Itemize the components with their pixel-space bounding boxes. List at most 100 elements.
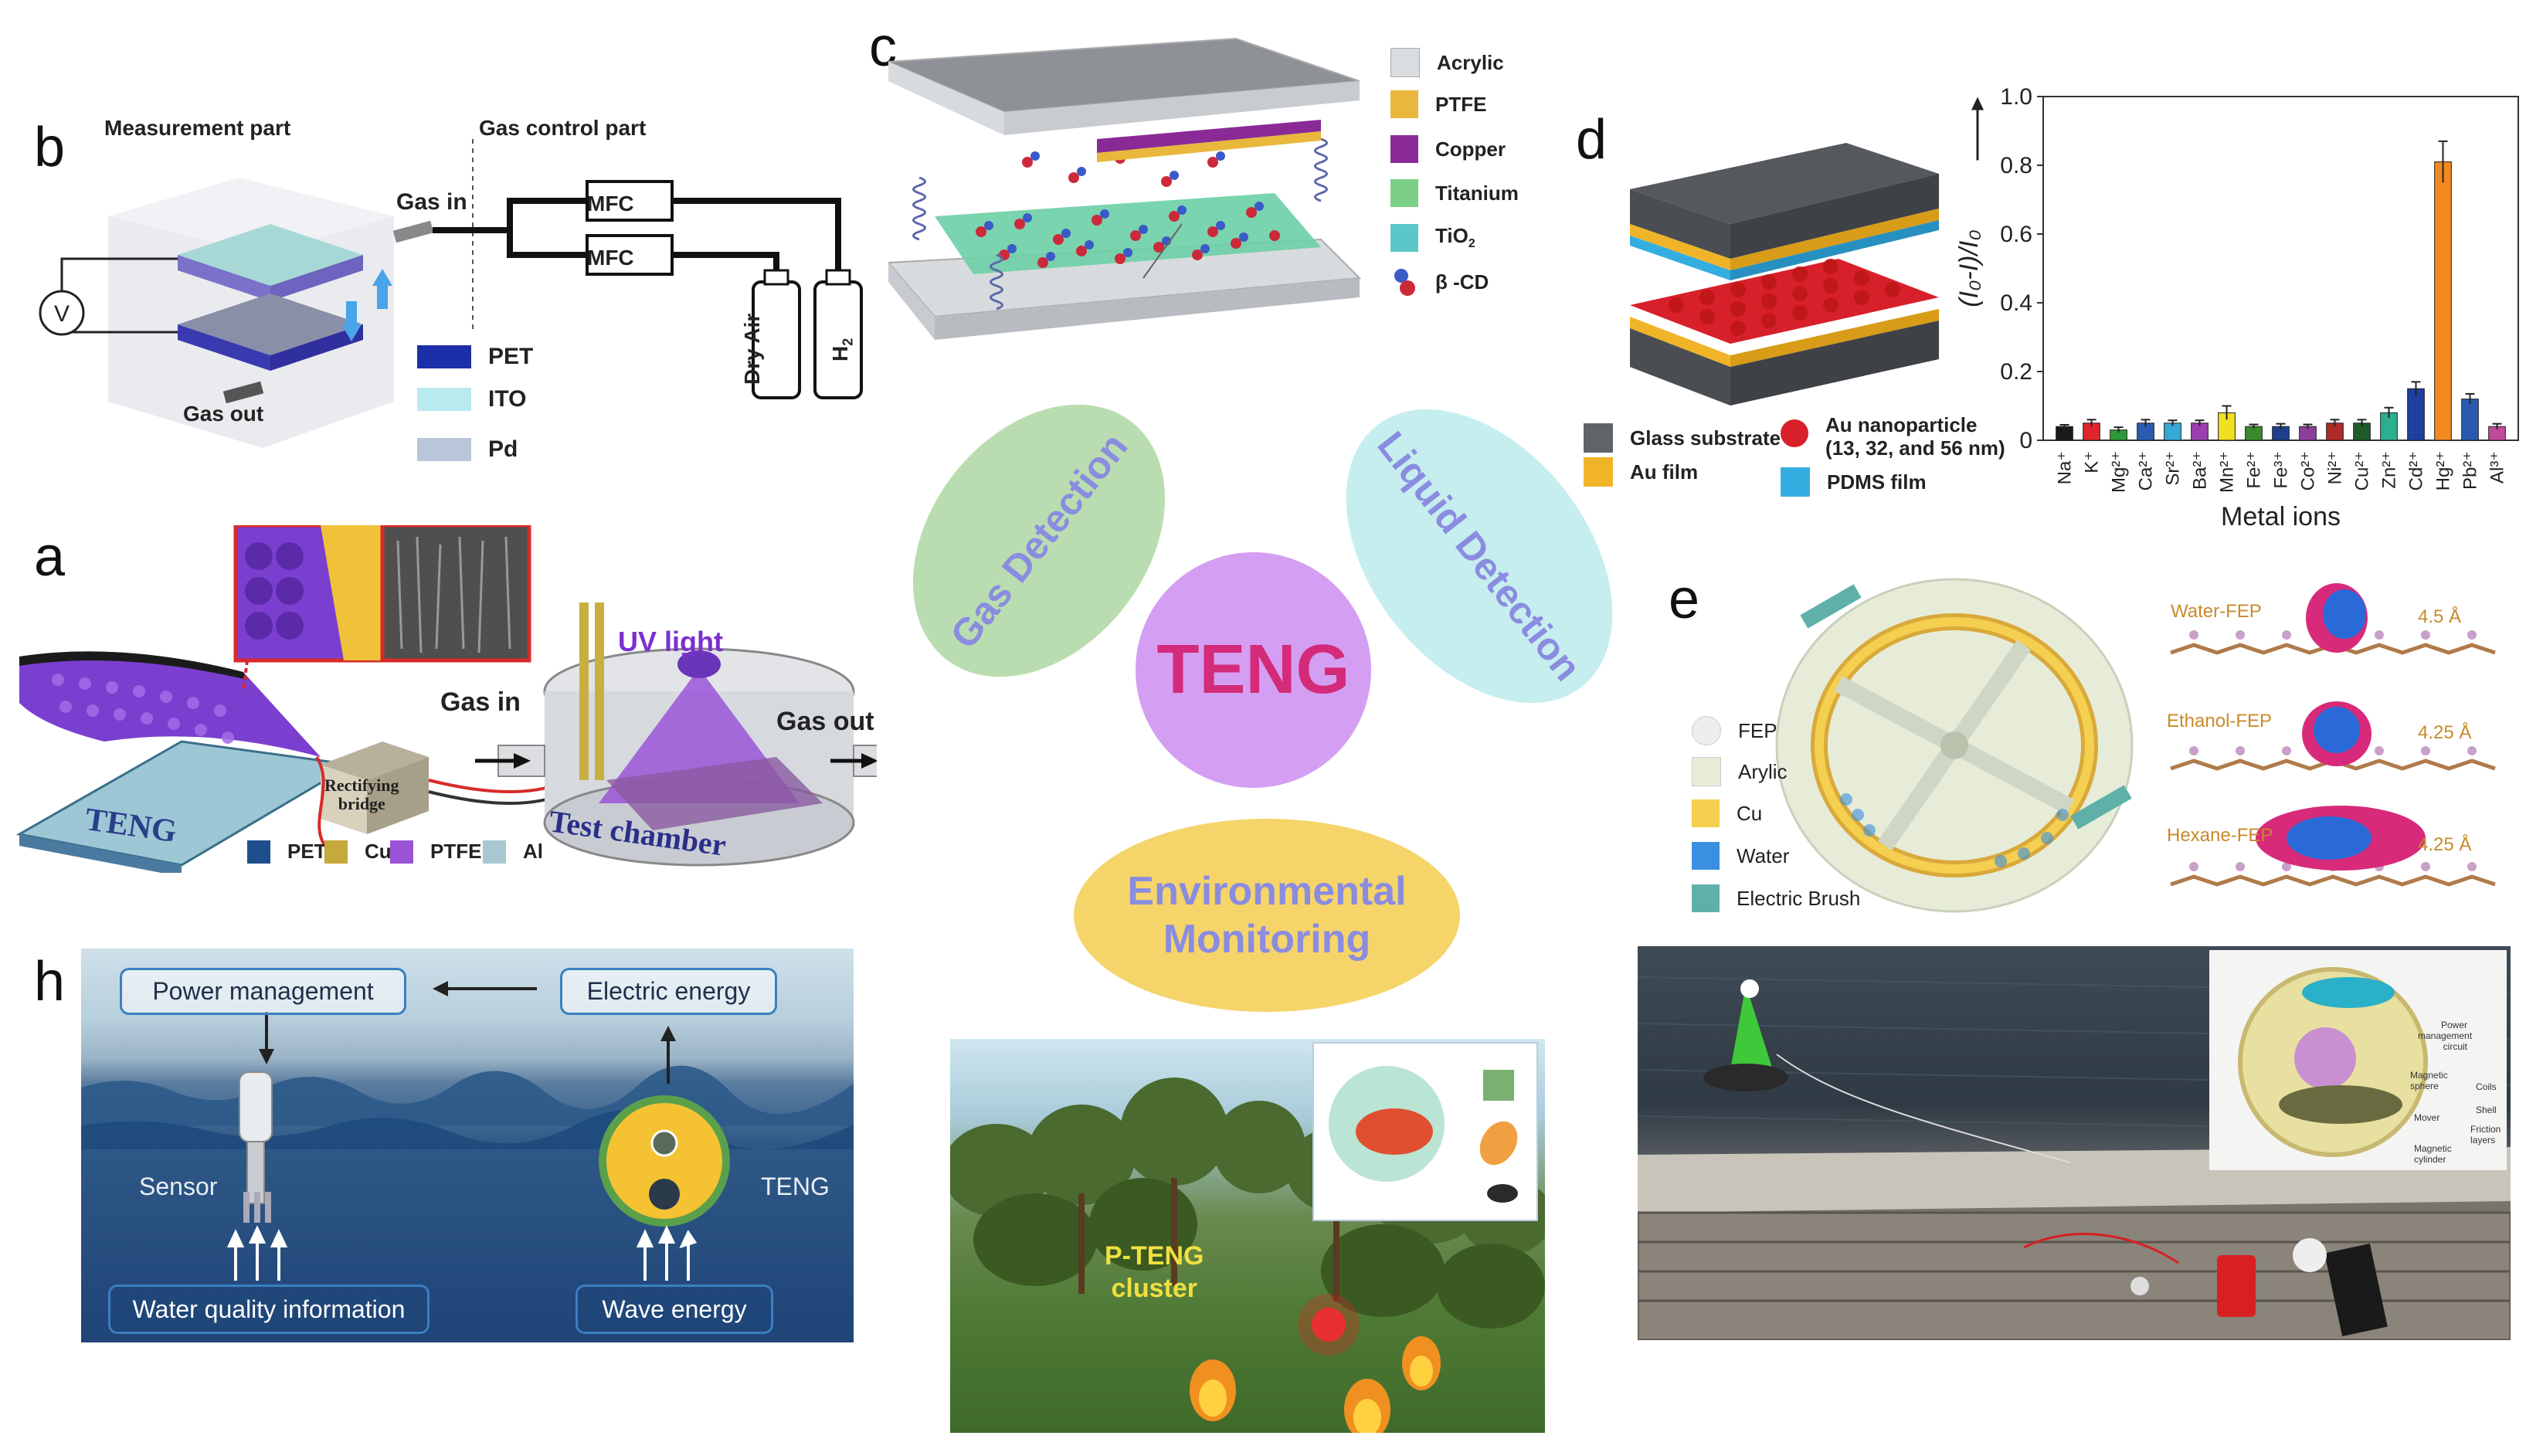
legend-pdms-swatch xyxy=(1781,467,1810,497)
forest-scene: P-TENG cluster xyxy=(950,1039,1545,1433)
legend-cu-e-swatch xyxy=(1692,799,1720,827)
legend-brush-swatch xyxy=(1692,884,1720,912)
beta-cd-teng-device-diagram xyxy=(888,37,1362,340)
legend-cu-a-label: Cu xyxy=(365,840,392,863)
legend-copper-swatch xyxy=(1390,135,1418,163)
distance-label-2: 4.25 Å xyxy=(2418,722,2472,743)
legend-ito-label: ITO xyxy=(488,386,527,412)
inset-label-friction-layers: Friction layers xyxy=(2470,1124,2501,1145)
bar-15 xyxy=(2461,399,2479,441)
x-tick-label-8: Fe³⁺ xyxy=(2271,451,2292,489)
legend-al-a-swatch xyxy=(483,840,506,864)
dry-air-cylinder-label: Dry Air xyxy=(740,313,764,385)
mfc-box-2: MFC xyxy=(587,246,634,270)
legend-tio2-swatch xyxy=(1390,224,1418,252)
measurement-part-label: Measurement part xyxy=(104,116,291,140)
legend-pd-label: Pd xyxy=(488,436,518,462)
inset-label-power-management: Power management circuit xyxy=(2418,1020,2473,1052)
mfc-box-1: MFC xyxy=(587,192,634,216)
uv-light-label: UV light xyxy=(618,626,723,657)
legend-pdms-film: PDMS film xyxy=(1781,467,1927,497)
x-tick-label-2: Mg²⁺ xyxy=(2109,451,2130,493)
legend-tio2-label: TiO2 xyxy=(1435,224,1475,251)
inset-label-magnetic-cylinder: Magnetic cylinder xyxy=(2414,1143,2452,1165)
legend-pet-a-label: PET xyxy=(287,840,327,863)
inset-label-shell: Shell xyxy=(2476,1105,2497,1115)
x-tick-label-0: Na⁺ xyxy=(2055,451,2076,484)
fep-molecular-interaction-diagram xyxy=(2170,583,2496,887)
legend-copper-label: Copper xyxy=(1435,137,1506,161)
buoy-photo-illustration xyxy=(1638,950,2511,1340)
x-tick-label-3: Ca²⁺ xyxy=(2136,451,2157,490)
legend-water-e: Water xyxy=(1692,842,1789,870)
gas-sensor-setup-diagram: V xyxy=(39,139,863,448)
legend-ptfe-a-swatch xyxy=(390,840,413,864)
legend-tio2-c: TiO2 xyxy=(1390,224,1475,252)
y-axis-arrowhead xyxy=(1971,97,1984,110)
rectifying-bridge-line1: Rectifying xyxy=(324,776,399,795)
y-axis-label: (I₀-I)/I₀ xyxy=(1954,229,1984,307)
legend-copper-c: Copper xyxy=(1390,135,1506,163)
buoy-deployment-photo: Power management circuit Magnetic sphere… xyxy=(1638,946,2511,1340)
legend-pet-label: PET xyxy=(488,344,534,369)
rectifying-bridge-label: Rectifying bridge xyxy=(324,776,399,813)
legend-ptfe-c-label: PTFE xyxy=(1435,92,1487,116)
legend-brush-label: Electric Brush xyxy=(1737,886,1861,910)
liquid-detection-label: Liquid Detection xyxy=(1369,423,1590,689)
legend-tio2-text: TiO xyxy=(1435,224,1468,248)
legend-titanium-label: Titanium xyxy=(1435,181,1519,205)
legend-acrylic-swatch xyxy=(1390,48,1420,77)
y-tick-label: 0.4 xyxy=(2000,290,2032,316)
x-tick-label-7: Fe²⁺ xyxy=(2244,451,2265,489)
h2-symbol: H xyxy=(828,345,852,361)
legend-water-label: Water xyxy=(1737,843,1790,867)
teng-hub-label: TENG xyxy=(1156,631,1350,708)
legend-au-np-label: Au nanoparticle xyxy=(1825,413,1978,436)
legend-al-a-label: Al xyxy=(523,840,543,863)
x-tick-label-10: Ni²⁺ xyxy=(2325,451,2346,484)
bar-14 xyxy=(2434,161,2452,441)
gas-out-label-b: Gas out xyxy=(183,402,264,426)
p-teng-cluster-line1: P-TENG xyxy=(1105,1241,1204,1271)
legend-glass-swatch xyxy=(1584,423,1613,453)
environmental-label-line1: Environmental xyxy=(1127,869,1407,914)
y-tick-label: 0 xyxy=(2019,428,2032,453)
legend-water-swatch xyxy=(1692,842,1720,870)
legend-ptfe-c-swatch xyxy=(1390,90,1418,118)
gas-detection-label: Gas Detection xyxy=(942,425,1136,657)
legend-glass-substrate: Glass substrate xyxy=(1584,423,1781,453)
y-tick-label: 0.6 xyxy=(2000,222,2032,247)
legend-pet-a: PET xyxy=(247,840,327,864)
wave-energy-box: Wave energy xyxy=(575,1285,773,1334)
environmental-monitoring-ellipse: Environmental Monitoring xyxy=(1074,819,1460,1012)
x-tick-label-4: Sr²⁺ xyxy=(2163,451,2184,486)
panel-label-a: a xyxy=(34,526,66,588)
legend-ptfe-a-label: PTFE xyxy=(430,840,482,863)
legend-ptfe-c: PTFE xyxy=(1390,90,1486,118)
legend-cu-e-label: Cu xyxy=(1737,801,1763,825)
legend-cu-a: Cu xyxy=(324,840,392,864)
hexane-fep-label: Hexane-FEP xyxy=(2167,825,2273,846)
x-axis-label: Metal ions xyxy=(2221,502,2341,531)
bar-0 xyxy=(2056,426,2073,441)
rotary-liquid-teng-diagram xyxy=(1775,578,2134,913)
inset-label-mover: Mover xyxy=(2414,1112,2440,1123)
legend-au-nanoparticle: Au nanoparticle(13, 32, and 56 nm) xyxy=(1781,413,2005,460)
legend-acrylic-c: Acrylic xyxy=(1390,48,1504,77)
panel-label-d: d xyxy=(1576,109,1608,171)
x-tick-label-15: Pb²⁺ xyxy=(2460,451,2481,490)
legend-au-np-swatch xyxy=(1781,419,1808,447)
legend-fep-swatch xyxy=(1692,716,1721,745)
legend-au-film-label: Au film xyxy=(1630,460,1699,484)
distance-label-1: 4.5 Å xyxy=(2418,606,2462,627)
y-tick-label: 0.8 xyxy=(2000,153,2032,178)
h2-cylinder-label: H2 xyxy=(828,338,857,361)
environmental-label-line2: Monitoring xyxy=(1163,917,1371,962)
legend-pet-b: PET xyxy=(417,344,533,370)
water-fep-label: Water-FEP xyxy=(2171,601,2262,622)
ocean-scene: Power management Electric energy Sensor … xyxy=(81,949,854,1342)
y-tick-label: 0.2 xyxy=(2000,359,2032,385)
inset-label-magnetic-sphere: Magnetic sphere xyxy=(2410,1070,2448,1091)
p-teng-cluster-label: P-TENG cluster xyxy=(1105,1240,1204,1305)
y-tick-label: 1.0 xyxy=(2000,84,2032,110)
